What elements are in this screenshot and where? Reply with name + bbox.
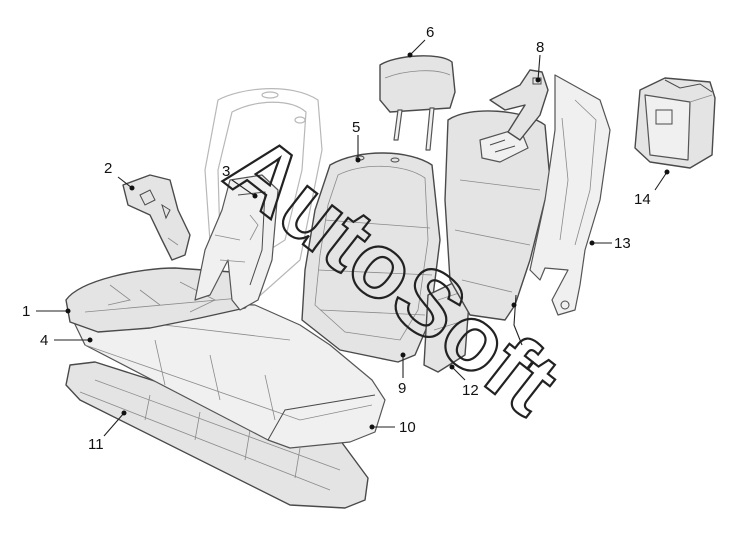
callout-2: 2: [104, 160, 112, 177]
part-6-headrest: [379, 55, 456, 151]
callout-12: 12: [462, 382, 479, 399]
callout-8: 8: [536, 39, 544, 56]
part-13-rear-panel: [529, 74, 611, 316]
callout-13: 13: [614, 235, 631, 252]
callout-6: 6: [426, 24, 434, 41]
part-4-seat-cushion: [67, 299, 386, 449]
callout-1: 1: [22, 303, 30, 320]
callout-9: 9: [398, 380, 406, 397]
callout-leaders: [36, 39, 670, 437]
part-14-box: [634, 77, 716, 169]
callout-4: 4: [40, 332, 48, 349]
callout-labels: 1 2 3 4 5 6 8 9 10 11 12 13 14: [22, 24, 651, 453]
callout-10: 10: [399, 419, 416, 436]
callout-3: 3: [222, 163, 230, 180]
callout-5: 5: [352, 119, 360, 136]
part-3-backrest-frame: [194, 174, 279, 311]
callout-14: 14: [634, 191, 651, 208]
callout-11: 11: [88, 436, 104, 453]
part-5-backrest-pad: [301, 152, 441, 363]
part-2-bracket: [122, 174, 191, 261]
part-9-backrest-shell: [444, 110, 551, 321]
